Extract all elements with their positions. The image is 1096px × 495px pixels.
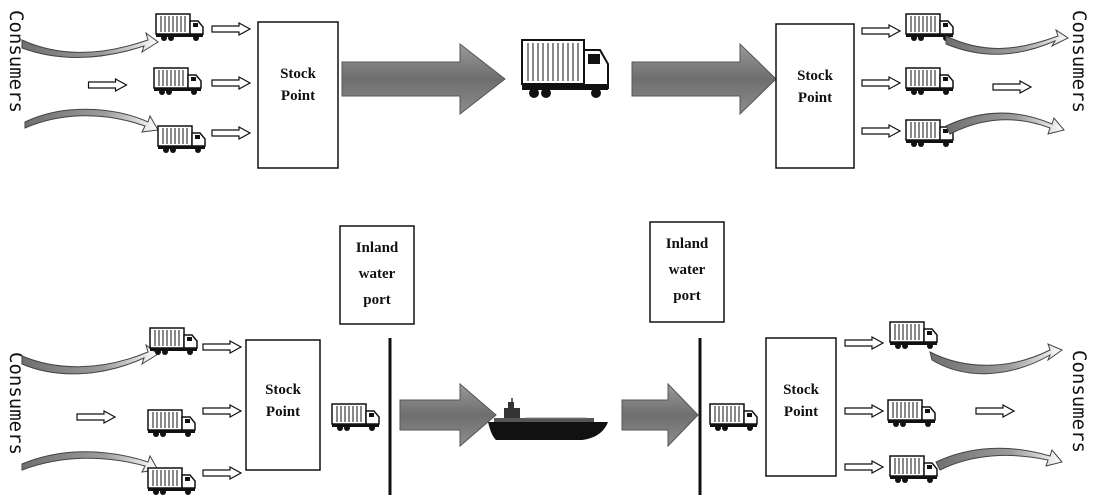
consumers-label-right: Consumers [1068,350,1090,453]
stock-point-label: Point [266,404,300,420]
big-arrow [342,44,505,114]
port-label: Inland [356,240,399,256]
straight-arrow [77,411,115,423]
truck-icon [150,328,197,355]
truck-icon [522,40,608,98]
curved-arrow [22,33,158,58]
curved-arrow [946,30,1068,54]
stock-point-label: Point [281,88,315,104]
truck-icon [888,400,935,427]
hollow-arrow [212,77,250,89]
consumers-label-right: Consumers [1068,10,1090,113]
hollow-arrow [862,25,900,37]
straight-arrow [976,405,1014,417]
curved-arrow [946,113,1064,134]
truck-icon [890,322,937,349]
hollow-arrow [845,461,883,473]
truck-icon [158,126,205,153]
bottom-diagram: Consumers Stock Point Inland water port [5,222,1090,495]
port-label: water [669,262,706,278]
straight-arrow [993,81,1031,93]
stock-point-label: Stock [783,382,819,398]
curved-arrow [22,345,158,374]
stock-point-label: Stock [280,66,316,82]
truck-icon [906,68,953,95]
consumers-label-left: Consumers [5,352,27,455]
hollow-arrow [203,467,241,479]
stock-point-label: Stock [797,68,833,84]
consumers-label-left: Consumers [5,10,27,113]
port-label: port [363,292,391,308]
truck-icon [154,68,201,95]
stock-point-label: Stock [265,382,301,398]
hollow-arrow [203,405,241,417]
port-label: port [673,288,701,304]
stock-point-label: Point [784,404,818,420]
hollow-arrow [212,23,250,35]
stock-point-label: Point [798,90,832,106]
curved-arrow [25,109,158,132]
port-label: Inland [666,236,709,252]
hollow-arrow [203,341,241,353]
truck-icon [332,404,379,431]
hollow-arrow [862,77,900,89]
big-arrow [622,384,698,446]
curved-arrow [930,344,1062,374]
hollow-arrow [845,337,883,349]
truck-icon [890,456,937,483]
big-arrow [632,44,776,114]
ship-icon [488,398,608,440]
port-label: water [359,266,396,282]
curved-arrow [936,448,1062,470]
top-diagram: Consumers Stock Point [5,10,1090,168]
big-arrow [400,384,496,446]
straight-arrow [89,79,127,91]
truck-icon [148,468,195,495]
truck-icon [148,410,195,437]
curved-arrow [22,452,158,472]
truck-icon [156,14,203,41]
truck-icon [710,404,757,431]
truck-icon [906,120,953,147]
hollow-arrow [845,405,883,417]
hollow-arrow [862,125,900,137]
hollow-arrow [212,127,250,139]
